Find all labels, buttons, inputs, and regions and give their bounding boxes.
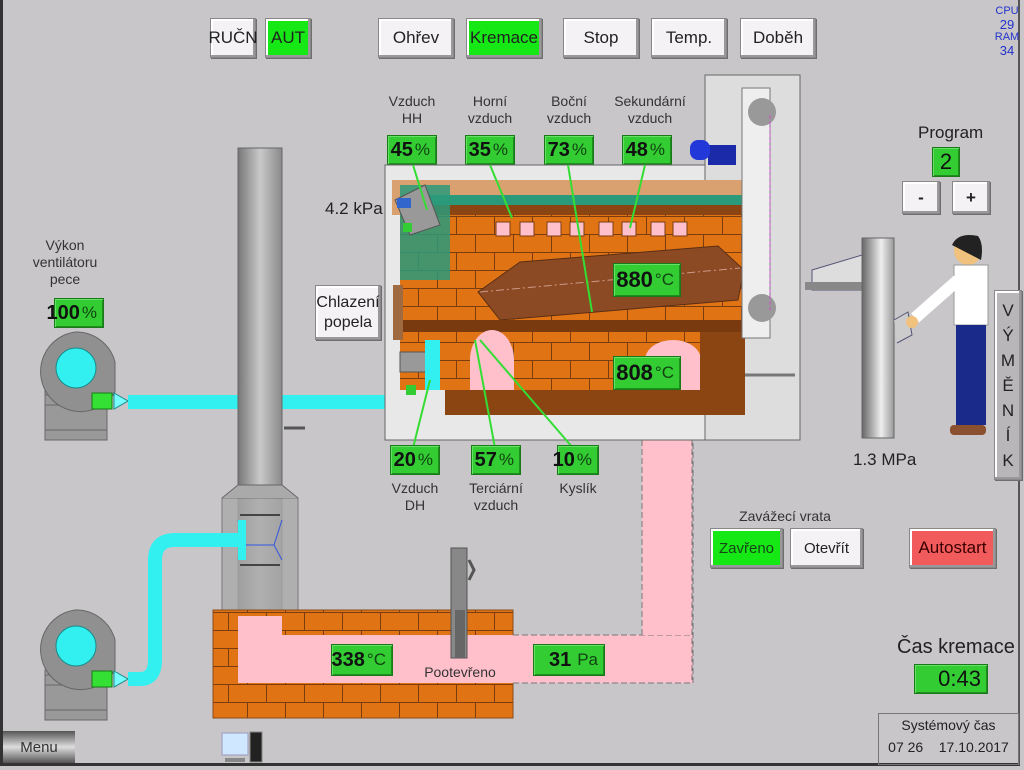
computer-icon <box>221 731 263 763</box>
cpu-value: 29 <box>999 17 1015 32</box>
phase-heating-button[interactable]: Ohřev <box>378 18 454 58</box>
air-secondary-value: 48% <box>622 135 672 165</box>
phase-stop-button[interactable]: Stop <box>563 18 639 58</box>
fan-power-value: 100% <box>47 298 104 328</box>
hydraulic-pressure: 1.3 MPa <box>853 450 917 469</box>
program-plus-button[interactable]: + <box>952 181 990 214</box>
oxygen-value: 10% <box>553 445 599 475</box>
door-closed-button[interactable]: Zavřeno <box>710 528 783 568</box>
exhaust-duct <box>128 533 238 686</box>
furnace-fan-icon <box>40 331 130 441</box>
cremation-time-value: 0:43 <box>914 664 988 694</box>
cpu-label: CPU <box>995 5 1019 17</box>
program-value: 2 <box>932 147 960 177</box>
system-stats: CPU 29 RAM 34 <box>992 5 1022 57</box>
phase-cremation-button[interactable]: Kremace <box>466 18 542 58</box>
autostart-button[interactable]: Autostart <box>909 528 996 568</box>
program-minus-button[interactable]: - <box>902 181 940 214</box>
system-time-label: Systémový čas <box>901 717 996 733</box>
furnace-pressure: 4.2 kPa <box>325 199 383 218</box>
hydraulic-column <box>861 237 895 439</box>
menu-button-bg <box>3 731 75 763</box>
phase-rundown-button[interactable]: Doběh <box>740 18 816 58</box>
air-side-value: 73% <box>544 135 594 165</box>
ram-label: RAM <box>994 31 1020 43</box>
ram-value: 34 <box>999 43 1015 58</box>
air-dh-value: 20% <box>390 445 440 475</box>
mode-auto-button[interactable]: AUT <box>265 18 311 58</box>
program-label: Program <box>918 123 984 142</box>
phase-temp-button[interactable]: Temp. <box>651 18 727 58</box>
mode-manual-button[interactable]: RUČN <box>208 18 258 58</box>
air-top-value: 35% <box>465 135 515 165</box>
main-chamber-temp: 880°C <box>613 263 681 297</box>
cremation-time-label: Čas kremace <box>897 636 1015 658</box>
system-time-value: 07 26 17.10.2017 <box>888 739 1009 755</box>
post-chamber-temp: 808°C <box>613 356 681 390</box>
oxygen-label: Kyslík <box>559 480 597 496</box>
loading-door-label: Zavážecí vrata <box>739 508 831 524</box>
menu-button[interactable]: Menu <box>20 738 58 756</box>
air-hh-value: 45% <box>387 135 437 165</box>
flue-temp: 338°C <box>331 644 393 676</box>
air-tertiary-value: 57% <box>471 445 521 475</box>
door-open-button[interactable]: Otevřít <box>790 528 863 568</box>
system-time-panel: Systémový čas 07 26 17.10.2017 <box>878 713 1019 765</box>
damper-state: Pootevřeno <box>424 664 496 680</box>
operator-figure <box>906 235 989 435</box>
exhaust-fan-icon <box>40 609 130 721</box>
